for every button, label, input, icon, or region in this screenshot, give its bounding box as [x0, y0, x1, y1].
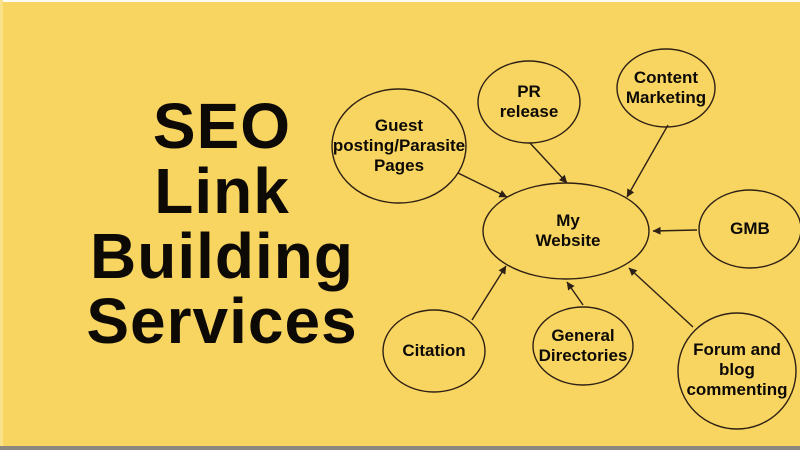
node-my-website: My Website [536, 211, 601, 251]
forum-blog-commenting-circle [677, 312, 797, 430]
content-marketing-circle [616, 48, 716, 128]
guest-posting-circle [331, 88, 467, 204]
node-label-line: Forum and [693, 340, 781, 359]
title-line: Services [86, 285, 358, 357]
arrow-content-marketing-to-website [626, 124, 669, 198]
node-label-line: General [551, 326, 615, 345]
node-label-line: Content [633, 68, 699, 87]
pr-release-circle [477, 60, 581, 144]
node-label-line: Directories [538, 346, 628, 365]
node-label-line: Marketing [625, 88, 707, 107]
node-label-line: blog [719, 360, 755, 379]
title-line: SEO [152, 90, 292, 162]
title-line: Link [154, 155, 290, 227]
node-guest-posting: Guest posting/Parasite Pages [333, 116, 465, 176]
node-content-marketing: Content Marketing [626, 68, 706, 108]
arrow-gmb-to-website [652, 226, 698, 235]
arrow-forum-to-website [628, 267, 694, 328]
node-label-line: Pages [373, 156, 425, 175]
node-label-line: My [556, 211, 580, 230]
page-title: SEO Link Building Services [52, 94, 392, 354]
node-label-line: commenting [686, 380, 788, 399]
node-label-line: Guest [374, 116, 424, 135]
node-label-line: Citation [402, 341, 466, 360]
node-label-line: Website [535, 231, 601, 250]
arrow-guest-posting-to-website [457, 172, 508, 198]
node-pr-release: PR release [500, 82, 559, 122]
node-label-line: release [499, 102, 559, 121]
node-general-directories: General Directories [539, 326, 628, 366]
node-gmb: GMB [730, 219, 770, 239]
arrow-pr-release-to-website [529, 142, 568, 184]
citation-circle [382, 309, 486, 393]
arrow-citation-to-website [471, 265, 507, 321]
gmb-circle [698, 189, 800, 269]
title-line: Building [90, 220, 354, 292]
node-label-line: posting/Parasite [332, 136, 466, 155]
arrow-general-directories-to-website [566, 281, 584, 306]
node-forum-blog-commenting: Forum and blog commenting [686, 340, 787, 400]
node-label-line: GMB [730, 219, 770, 238]
node-label-line: PR [517, 82, 541, 101]
node-citation: Citation [402, 341, 465, 361]
general-directories-circle [532, 306, 634, 386]
